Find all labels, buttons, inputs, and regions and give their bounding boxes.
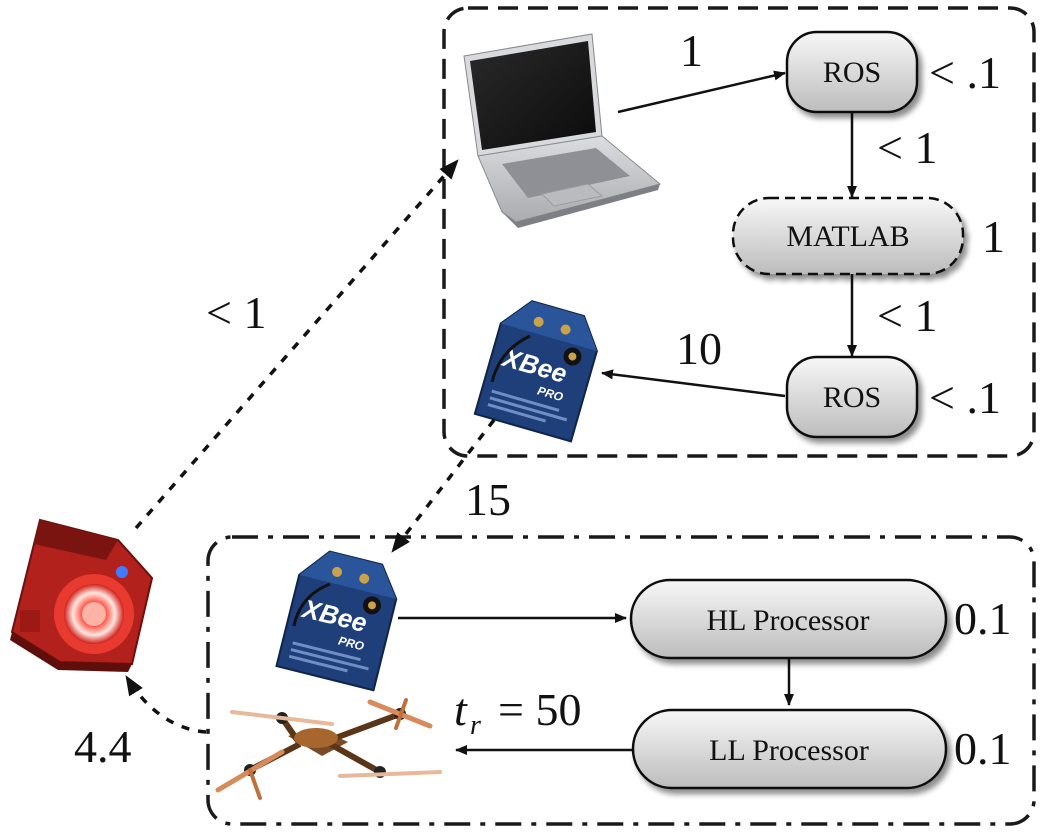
camera-device-icon	[10, 518, 154, 672]
xbee-model-text: PRO	[337, 634, 366, 654]
latency-matlab-to-ros: < 1	[877, 290, 937, 341]
ground-station-box	[442, 6, 1036, 458]
latency-laptop-to-ros: 1	[680, 25, 703, 76]
laptop-icon	[463, 33, 662, 228]
xbee-module-icon: XBee PRO	[275, 550, 398, 692]
ll-processor-node	[631, 708, 948, 790]
ros-node-top	[785, 30, 919, 114]
xbee-module-icon: XBee PRO	[473, 300, 598, 443]
hl-processor-label: HL Processor	[706, 604, 869, 637]
dotted-arrow-xbee-link	[390, 418, 496, 554]
xbee-antenna-wire	[490, 334, 531, 383]
latency-ros-to-xbee: 10	[676, 323, 722, 374]
latency-ros-bottom: < .1	[929, 372, 1001, 423]
latency-camera-to-laptop: < 1	[206, 287, 266, 338]
latency-tr-label: t r = 50	[454, 684, 581, 741]
vehicle-box	[206, 535, 1036, 826]
dotted-arrow-drone-to-camera	[124, 675, 207, 734]
quadrotor-drone-icon	[215, 698, 442, 800]
tr-symbol: t	[454, 684, 468, 735]
ll-processor-label: LL Processor	[709, 734, 869, 767]
tr-subscript: r	[470, 710, 481, 741]
latency-hl-processor: 0.1	[954, 593, 1012, 644]
latency-drone-to-camera: 4.4	[74, 721, 132, 772]
ros-node-top-label: ROS	[823, 56, 881, 89]
arrow-laptop-to-ros	[617, 70, 786, 114]
xbee-antenna-wire	[292, 582, 331, 627]
dotted-arrow-camera-to-laptop	[134, 158, 460, 530]
hl-processor-node	[629, 578, 948, 660]
latency-xbee-link: 15	[465, 474, 511, 525]
latency-matlab: 1	[982, 211, 1005, 262]
latency-ros-top: < .1	[929, 47, 1001, 98]
latency-ros-to-matlab: < 1	[877, 122, 937, 173]
matlab-node-label: MATLAB	[786, 220, 909, 253]
latency-ll-processor: 0.1	[954, 723, 1012, 774]
matlab-node	[731, 196, 965, 276]
arrow-ros-to-xbee	[601, 369, 786, 398]
tr-value: = 50	[498, 684, 581, 735]
ros-node-bottom-label: ROS	[823, 381, 881, 414]
ros-node-bottom	[785, 355, 919, 439]
